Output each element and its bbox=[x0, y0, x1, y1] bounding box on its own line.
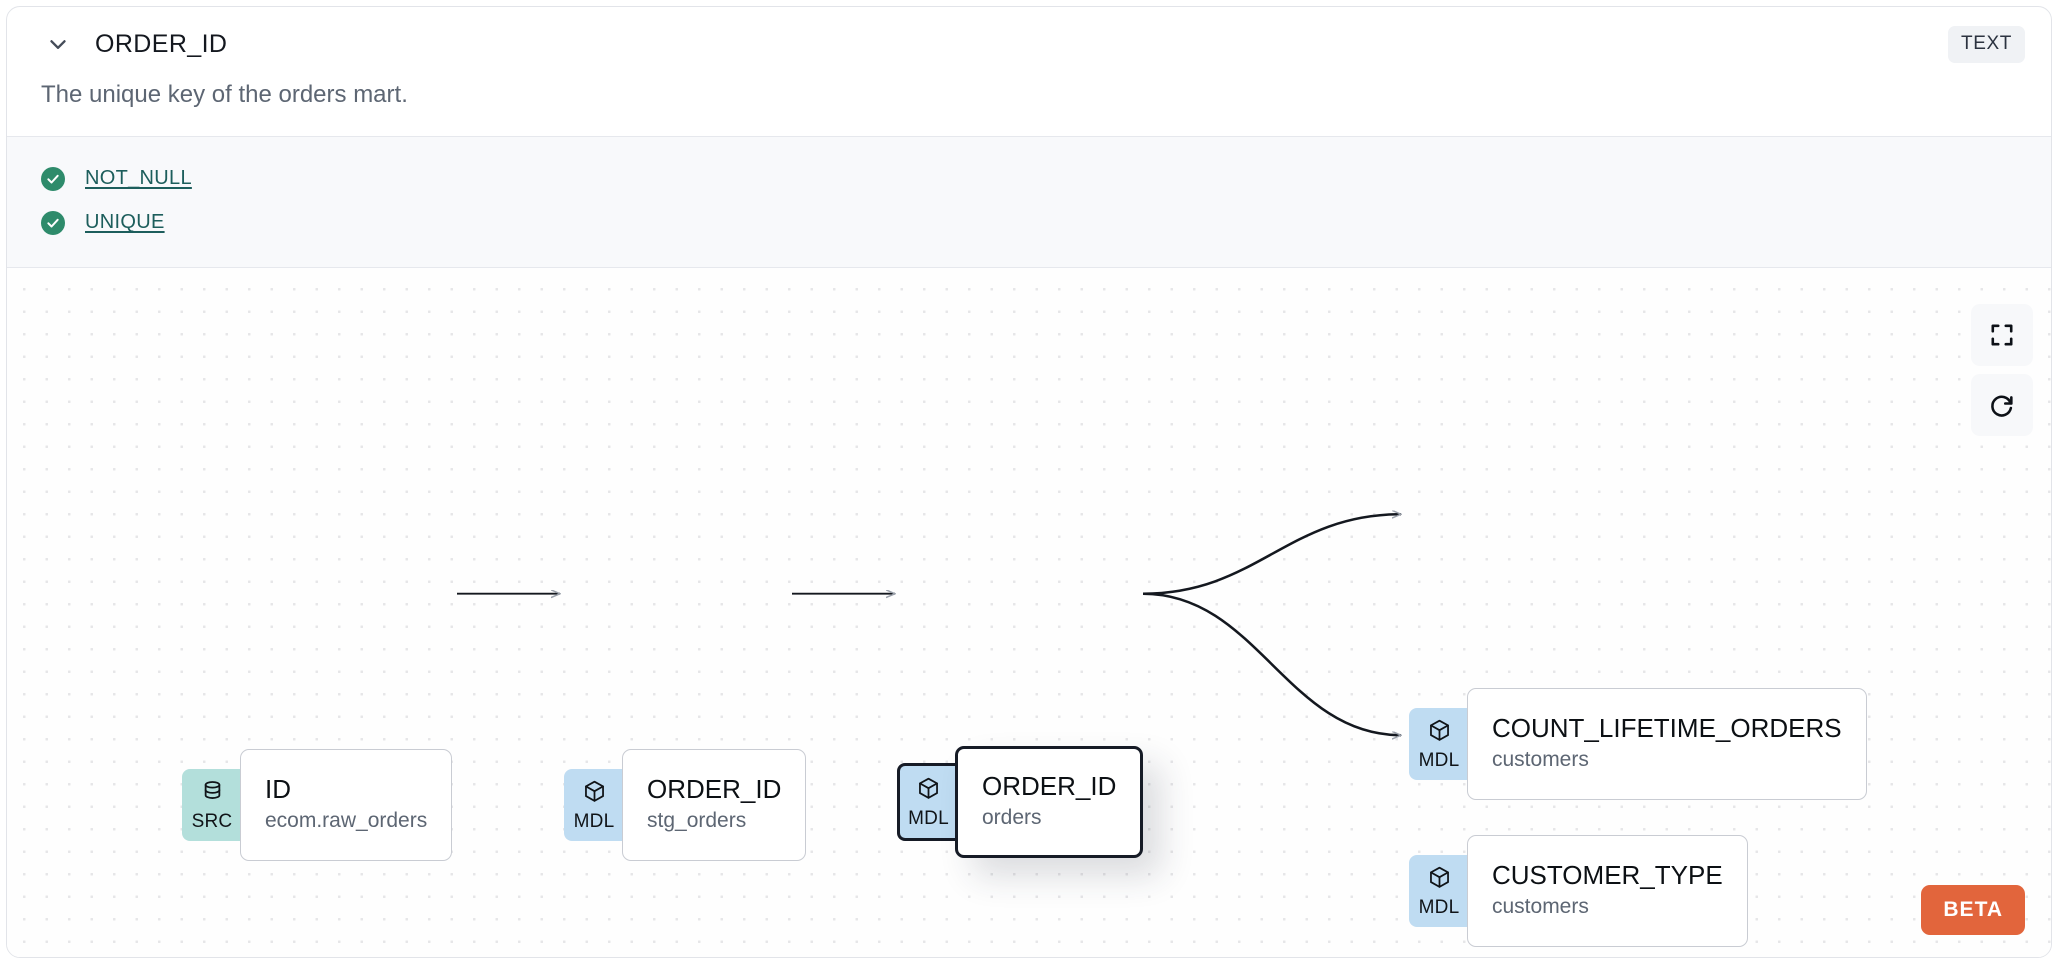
node-card[interactable]: COUNT_LIFETIME_ORDERS customers bbox=[1467, 687, 1867, 800]
cube-icon bbox=[1427, 718, 1452, 748]
node-parent-name: orders bbox=[982, 805, 1042, 829]
node-badge-mdl: MDL bbox=[1409, 854, 1469, 927]
page-title: ORDER_ID bbox=[95, 29, 228, 58]
node-column-name: CUSTOMER_TYPE bbox=[1492, 859, 1723, 890]
panel-header: ORDER_ID TEXT bbox=[7, 7, 2051, 81]
node-badge-label: MDL bbox=[1418, 896, 1460, 918]
beta-badge[interactable]: BETA bbox=[1921, 885, 2025, 935]
node-card[interactable]: ID ecom.raw_orders bbox=[240, 748, 453, 861]
cube-icon bbox=[916, 776, 941, 806]
test-link-unique[interactable]: UNIQUE bbox=[85, 211, 165, 234]
node-card[interactable]: ORDER_ID orders bbox=[955, 745, 1144, 858]
fit-view-icon[interactable] bbox=[1971, 303, 2033, 366]
node-card[interactable]: CUSTOMER_TYPE customers bbox=[1467, 834, 1748, 947]
canvas-controls bbox=[1971, 303, 2033, 436]
node-badge-label: MDL bbox=[1418, 749, 1460, 771]
column-detail-panel: ORDER_ID TEXT The unique key of the orde… bbox=[6, 6, 2052, 958]
node-parent-name: customers bbox=[1492, 747, 1589, 771]
lineage-node-orders-order-id[interactable]: MDL ORDER_ID orders bbox=[897, 745, 1144, 858]
node-parent-name: ecom.raw_orders bbox=[265, 808, 428, 832]
refresh-icon[interactable] bbox=[1971, 373, 2033, 436]
node-card[interactable]: ORDER_ID stg_orders bbox=[622, 748, 807, 861]
edge-orders-to-customer-type bbox=[1142, 592, 1401, 735]
node-badge-mdl: MDL bbox=[897, 762, 957, 841]
node-parent-name: stg_orders bbox=[647, 808, 747, 832]
column-description: The unique key of the orders mart. bbox=[41, 81, 408, 108]
node-badge-label: MDL bbox=[908, 807, 949, 829]
node-column-name: ORDER_ID bbox=[647, 773, 782, 804]
node-column-name: ORDER_ID bbox=[982, 770, 1117, 801]
node-badge-mdl: MDL bbox=[1409, 707, 1469, 780]
node-badge-src: SRC bbox=[182, 768, 242, 841]
node-column-name: ID bbox=[265, 773, 291, 804]
node-badge-label: SRC bbox=[191, 810, 233, 832]
chevron-down-icon[interactable] bbox=[41, 27, 75, 61]
test-row: NOT_NULL bbox=[41, 157, 2017, 201]
check-circle-icon bbox=[41, 166, 65, 191]
node-badge-label: MDL bbox=[573, 810, 615, 832]
edge-orders-to-count-lifetime bbox=[1142, 514, 1401, 595]
lineage-node-stg-order-id[interactable]: MDL ORDER_ID stg_orders bbox=[564, 748, 807, 861]
lineage-node-src-id[interactable]: SRC ID ecom.raw_orders bbox=[182, 748, 453, 861]
lineage-node-count-lifetime-orders[interactable]: MDL COUNT_LIFETIME_ORDERS customers bbox=[1409, 687, 1867, 800]
lineage-canvas[interactable]: SRC ID ecom.raw_orders bbox=[7, 267, 2051, 957]
database-icon bbox=[200, 779, 225, 809]
lineage-node-customer-type[interactable]: MDL CUSTOMER_TYPE customers bbox=[1409, 834, 1748, 947]
check-circle-icon bbox=[41, 210, 65, 235]
node-badge-mdl: MDL bbox=[564, 768, 624, 841]
flow-layer: SRC ID ecom.raw_orders bbox=[7, 268, 2051, 957]
cube-icon bbox=[1427, 865, 1452, 895]
cube-icon bbox=[582, 779, 607, 809]
test-row: UNIQUE bbox=[41, 201, 2017, 245]
node-parent-name: customers bbox=[1492, 894, 1589, 918]
data-type-badge: TEXT bbox=[1948, 25, 2025, 63]
test-link-not-null[interactable]: NOT_NULL bbox=[85, 167, 192, 190]
node-column-name: COUNT_LIFETIME_ORDERS bbox=[1492, 712, 1842, 743]
tests-section: NOT_NULL UNIQUE bbox=[7, 135, 2051, 268]
